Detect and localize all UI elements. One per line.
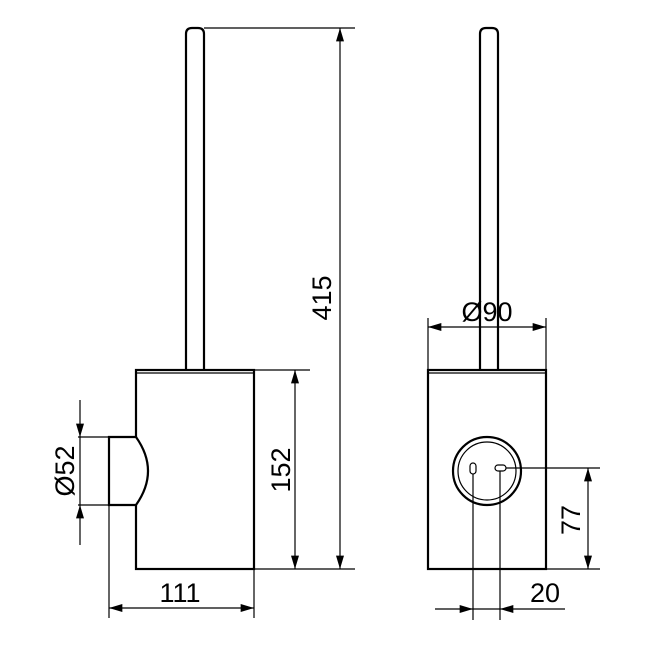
dim-label-total-height: 415 — [307, 275, 337, 320]
dim-label-body-diameter: Ø90 — [461, 297, 512, 327]
dim-label-knob-diameter: Ø52 — [50, 445, 80, 496]
dim-knob-diameter: Ø52 — [50, 400, 109, 545]
handle-side — [184, 26, 206, 370]
dim-mount-height: 77 — [506, 467, 600, 570]
front-view — [426, 26, 548, 571]
dim-label-mount-height: 77 — [556, 505, 586, 535]
knob-side — [107, 435, 149, 507]
dim-hole-spacing: 20 — [435, 471, 565, 620]
side-view — [107, 26, 256, 571]
dim-depth: 111 — [108, 505, 255, 618]
dim-body-diameter: Ø90 — [427, 297, 547, 370]
dim-body-height: 152 — [254, 369, 310, 570]
dim-label-body-height: 152 — [266, 447, 296, 492]
dim-label-hole-spacing: 20 — [530, 578, 560, 608]
dim-label-depth: 111 — [159, 578, 200, 608]
dim-total-height: 415 — [204, 27, 355, 570]
wall-mount-inner — [457, 441, 517, 501]
handle-front — [478, 26, 500, 370]
body-side — [134, 368, 256, 571]
wall-mount-outer — [451, 435, 523, 507]
